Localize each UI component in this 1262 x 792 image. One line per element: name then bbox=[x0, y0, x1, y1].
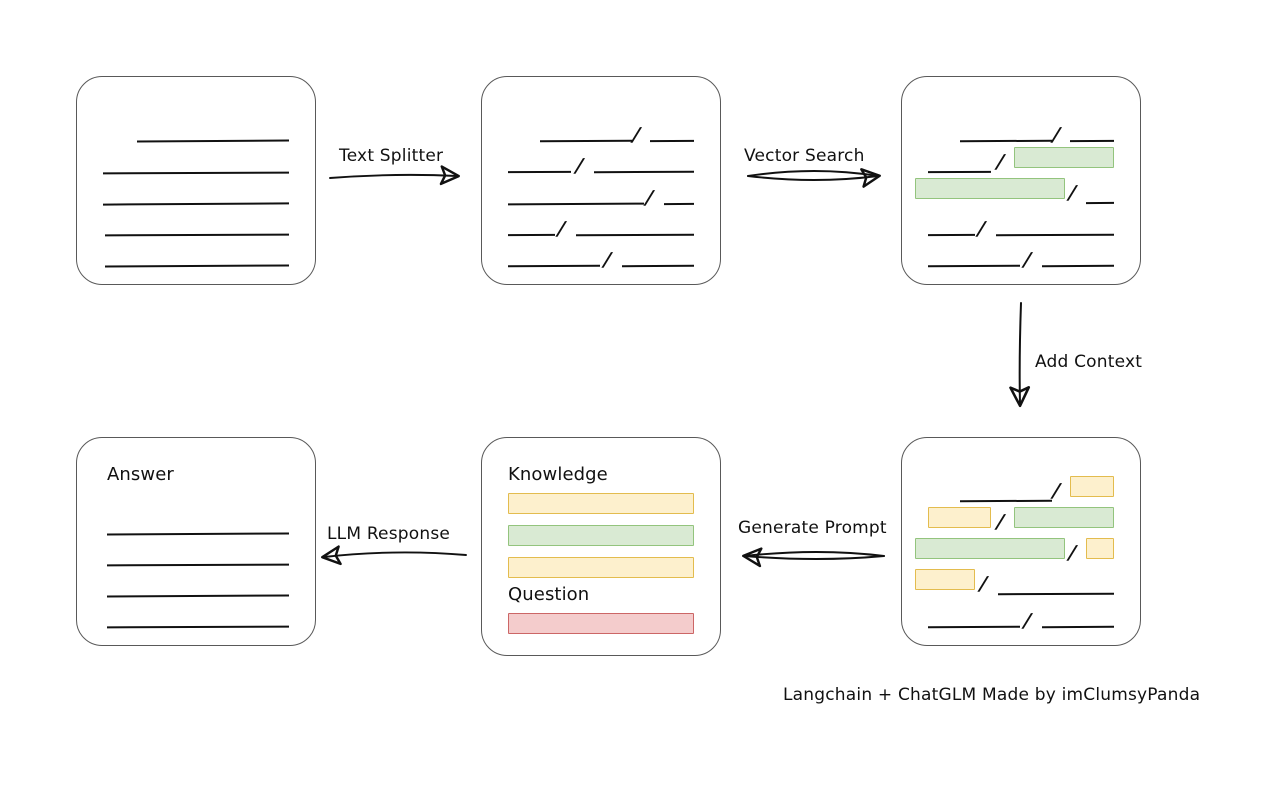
text-line bbox=[927, 625, 1021, 629]
highlight-chunk-green bbox=[915, 538, 1065, 559]
text-line bbox=[959, 499, 1053, 503]
text-line bbox=[106, 594, 290, 598]
node-source-document[interactable] bbox=[76, 76, 316, 285]
edge-add-context-arrow bbox=[1009, 302, 1031, 408]
edge-llm-response-arrow bbox=[321, 545, 467, 566]
separator-slash: / bbox=[1051, 124, 1062, 146]
separator-slash: / bbox=[1051, 480, 1062, 502]
separator-slash: / bbox=[644, 187, 655, 209]
node-answer-heading: Answer bbox=[107, 464, 174, 485]
edge-label-add-context: Add Context bbox=[1035, 352, 1143, 372]
text-line bbox=[621, 264, 695, 268]
edge-label-vector-search: Vector Search bbox=[744, 146, 865, 166]
separator-slash: / bbox=[1022, 249, 1033, 271]
edge-generate-prompt-arrow bbox=[742, 547, 885, 568]
text-line bbox=[1069, 139, 1115, 143]
separator-slash: / bbox=[995, 511, 1006, 533]
text-line bbox=[104, 264, 290, 268]
text-line bbox=[1041, 625, 1115, 629]
node-vector-matches[interactable]: / / / / / bbox=[901, 76, 1141, 285]
text-line bbox=[927, 170, 992, 174]
separator-slash: / bbox=[602, 249, 613, 271]
separator-slash: / bbox=[976, 218, 987, 240]
highlight-chunk-red bbox=[508, 613, 694, 634]
node-answer[interactable]: Answer bbox=[76, 437, 316, 646]
text-line bbox=[106, 563, 290, 567]
text-line bbox=[959, 139, 1053, 143]
separator-slash: / bbox=[574, 155, 585, 177]
highlight-chunk-green bbox=[915, 178, 1065, 199]
highlight-chunk-green bbox=[1014, 507, 1114, 528]
edge-text-splitter-arrow bbox=[329, 165, 460, 186]
highlight-chunk-yellow bbox=[1070, 476, 1114, 497]
text-line bbox=[106, 532, 290, 536]
separator-slash: / bbox=[978, 573, 989, 595]
node-context-chunks[interactable]: / / / / / bbox=[901, 437, 1141, 646]
edge-label-llm-response: LLM Response bbox=[327, 524, 451, 544]
text-line bbox=[997, 592, 1115, 596]
highlight-chunk-green bbox=[1014, 147, 1114, 168]
text-line bbox=[507, 264, 601, 268]
separator-slash: / bbox=[1067, 182, 1078, 204]
edge-label-text-splitter: Text Splitter bbox=[339, 146, 444, 166]
separator-slash: / bbox=[995, 151, 1006, 173]
separator-slash: / bbox=[1067, 542, 1078, 564]
text-line bbox=[927, 264, 1021, 268]
text-line bbox=[1085, 201, 1115, 205]
text-line bbox=[593, 170, 695, 174]
text-line bbox=[575, 233, 695, 237]
highlight-chunk-yellow bbox=[928, 507, 991, 528]
separator-slash: / bbox=[1022, 610, 1033, 632]
text-line bbox=[102, 171, 290, 175]
text-line bbox=[104, 233, 290, 237]
node-split-chunks[interactable]: / / / / / bbox=[481, 76, 721, 285]
text-line bbox=[507, 233, 556, 237]
text-line bbox=[1041, 264, 1115, 268]
separator-slash: / bbox=[631, 124, 642, 146]
text-line bbox=[539, 139, 633, 143]
node-prompt-heading: Question bbox=[508, 584, 590, 605]
text-line bbox=[507, 202, 645, 206]
highlight-chunk-green bbox=[508, 525, 694, 546]
text-line bbox=[663, 202, 695, 206]
text-line bbox=[102, 202, 290, 206]
highlight-chunk-yellow bbox=[508, 557, 694, 578]
highlight-chunk-yellow bbox=[1086, 538, 1114, 559]
highlight-chunk-yellow bbox=[915, 569, 975, 590]
text-line bbox=[106, 625, 290, 629]
text-line bbox=[507, 170, 572, 174]
text-line bbox=[136, 139, 290, 143]
node-prompt-heading: Knowledge bbox=[508, 464, 608, 485]
footer-credit: Langchain + ChatGLM Made by imClumsyPand… bbox=[783, 685, 1201, 705]
edge-label-generate-prompt: Generate Prompt bbox=[738, 518, 887, 538]
text-line bbox=[927, 233, 976, 237]
edge-vector-search-arrow bbox=[747, 168, 881, 188]
highlight-chunk-yellow bbox=[508, 493, 694, 514]
text-line bbox=[995, 233, 1115, 237]
separator-slash: / bbox=[556, 218, 567, 240]
text-line bbox=[649, 139, 695, 143]
